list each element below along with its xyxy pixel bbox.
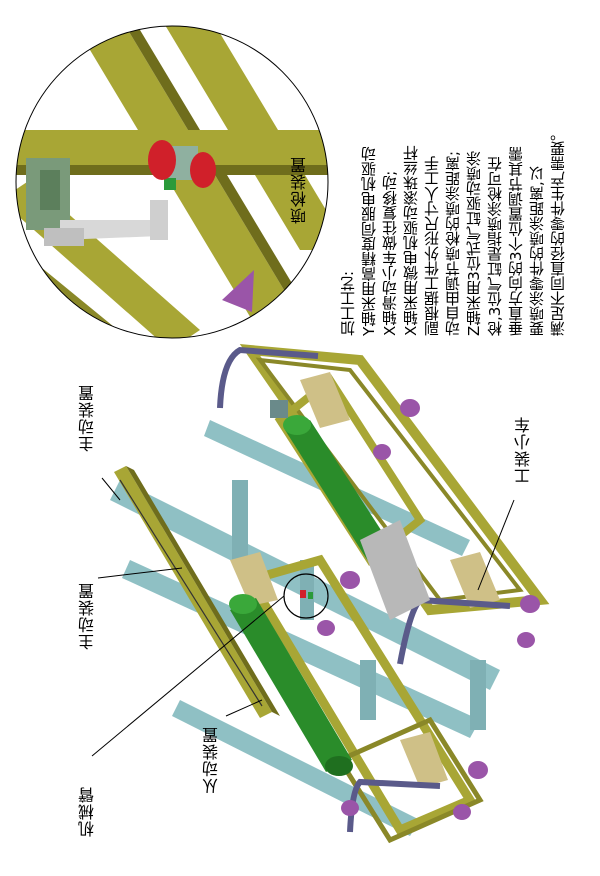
leader-lines xyxy=(91,477,515,757)
description-line: 满足不同直径的零件生产需要。 xyxy=(549,126,567,336)
spray-gun-device-label: 喷枪装置 xyxy=(290,156,309,224)
description-line: 垂直方向的3个位置调节其需 xyxy=(507,146,525,336)
description-line: X轴滑动小车做往复移动; xyxy=(381,170,399,336)
description-line: Z轴采用3位式气缸驱动喷涂 xyxy=(465,151,483,336)
machine-assembly xyxy=(110,344,550,844)
drive-device-label-top: 主动装置 xyxy=(78,384,97,452)
process-description: 加工工艺: Y轴采用高精度伺服电机驱动 X轴滑动小车做往复移动; X轴采用微电机… xyxy=(338,16,578,336)
driven-device-label: 从动装置 xyxy=(202,726,221,794)
description-line: 动自由调节喷枪的喷涂距离; xyxy=(444,150,462,336)
drive-device-label-mid: 主动装置 xyxy=(78,582,97,650)
description-line: X轴采用微电机驱动滚珠丝杆 xyxy=(402,145,420,336)
description-heading: 加工工艺: xyxy=(339,270,357,336)
description-line: 要喷涂零件的喷涂距离,以 xyxy=(528,166,546,336)
description-line: Y轴采用高精度伺服电机驱动 xyxy=(360,146,378,336)
description-line: 枪,3位气缸是指喷涂枪可在 xyxy=(486,156,504,336)
spray-gun-detail-inset xyxy=(15,25,329,339)
fixture-cart-label: 工装小车 xyxy=(514,416,533,484)
description-line: 副根据工件外形尺寸人工手 xyxy=(423,156,441,336)
lower-roller xyxy=(229,594,353,776)
robot-arm-label: 机械臂 xyxy=(78,786,97,837)
